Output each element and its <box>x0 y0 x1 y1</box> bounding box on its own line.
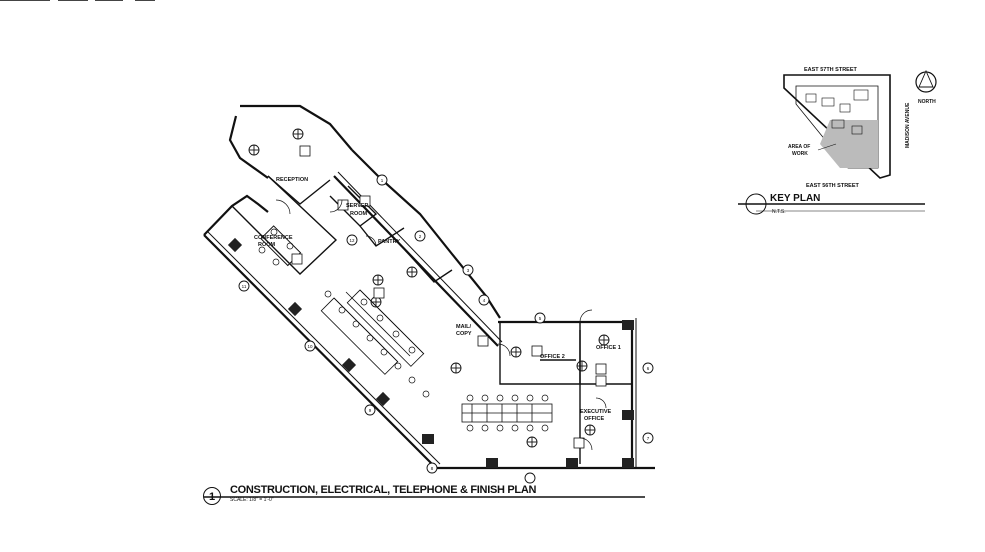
workstation-cluster-north <box>320 289 425 375</box>
room-label-office-1: OFFICE 1 <box>596 345 621 351</box>
drawing-title: CONSTRUCTION, ELECTRICAL, TELEPHONE & FI… <box>230 484 537 496</box>
tag-label: 12 <box>349 238 355 243</box>
room-label-conference-2: ROOM <box>258 242 276 248</box>
section-tag-labels: 11 10 9 8 6 5 7 4 3 2 1 12 <box>242 178 650 471</box>
north-label: NORTH <box>918 99 936 105</box>
interior-walls <box>231 175 632 464</box>
area-of-work-label-2: WORK <box>792 151 808 157</box>
key-plan-nts: N.T.S. <box>772 209 786 215</box>
room-label-mail-2: COPY <box>456 331 472 337</box>
tag-label: 1 <box>381 178 384 183</box>
room-label-server: SERVER <box>346 203 369 209</box>
chairs <box>258 228 549 432</box>
room-label-pantry: PANTRY <box>378 239 400 245</box>
drawing-scale: SCALE: 1/8" = 1'-0" <box>230 497 274 503</box>
tag-label: 10 <box>307 344 313 349</box>
tag-label: 6 <box>647 366 650 371</box>
street-label-south: EAST 56TH STREET <box>806 183 860 189</box>
section-tags <box>238 174 654 484</box>
key-plan-title: KEY PLAN <box>770 193 821 204</box>
key-plan <box>738 69 937 215</box>
workstation-cluster-south <box>461 403 553 423</box>
area-of-work-label-1: AREA OF <box>788 144 810 150</box>
tag-label: 8 <box>431 466 434 471</box>
tag-label: 11 <box>242 284 247 289</box>
tag-label: 3 <box>467 268 470 273</box>
tag-label: 9 <box>369 408 372 413</box>
avenue-label: MADISON AVENUE <box>905 102 911 148</box>
street-label-north: EAST 57TH STREET <box>804 67 858 73</box>
room-label-office-2: OFFICE 2 <box>540 354 565 360</box>
tag-label: 7 <box>647 436 650 441</box>
column-markers <box>227 237 634 468</box>
drawing-number: 1 <box>203 487 221 505</box>
room-label-conference: CONFERENCE <box>254 235 293 241</box>
key-plan-labels: EAST 57TH STREET EAST 56TH STREET MADISO… <box>788 67 936 189</box>
room-label-executive-2: OFFICE <box>584 416 604 422</box>
room-label-reception: RECEPTION <box>276 177 308 183</box>
header-rule <box>0 0 160 2</box>
tag-label: 4 <box>483 298 486 303</box>
door-swings <box>275 199 607 451</box>
room-label-server-2: ROOM <box>350 211 368 217</box>
tag-label: 5 <box>539 316 542 321</box>
fixture-tags <box>291 145 607 449</box>
room-label-mail: MAIL/ <box>456 324 471 330</box>
tag-label: 2 <box>419 234 422 239</box>
outlet-symbols <box>248 128 610 448</box>
room-label-executive: EXECUTIVE <box>580 409 612 415</box>
